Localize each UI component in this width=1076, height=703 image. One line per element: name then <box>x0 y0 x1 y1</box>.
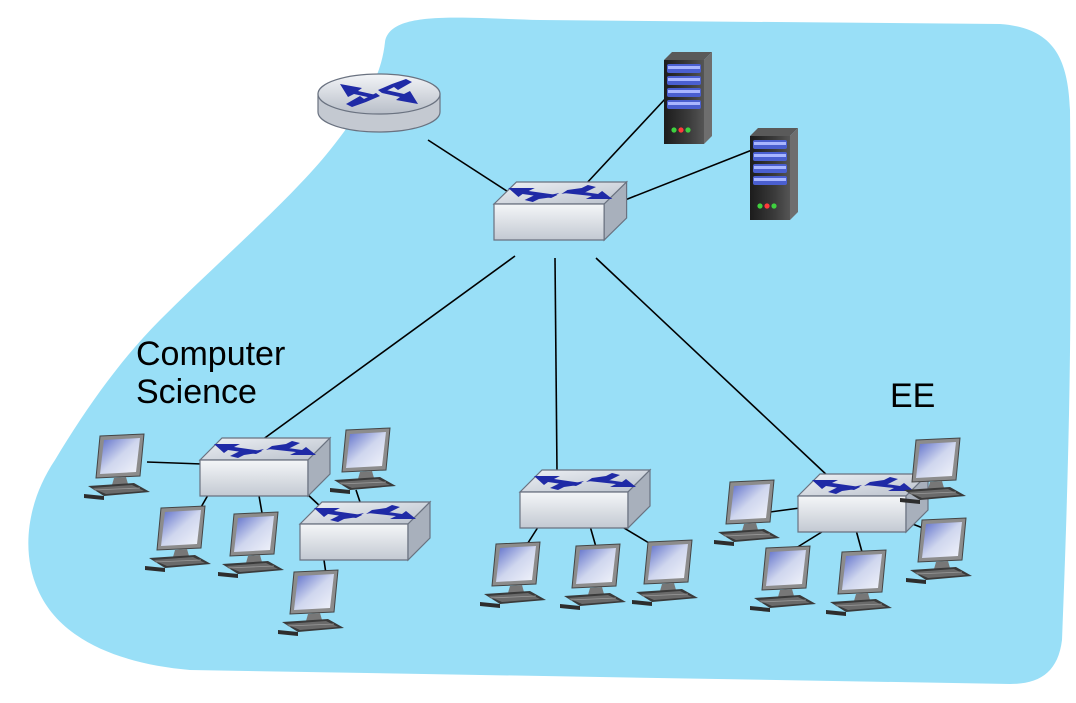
cs-switch-icon <box>199 437 331 497</box>
link-mid-host-m <box>589 525 597 548</box>
link-ee-host-bl <box>795 529 826 549</box>
link-ee-host-l <box>769 507 801 513</box>
link-router-core <box>427 139 517 198</box>
server-icon <box>750 128 798 220</box>
server-icon <box>664 52 712 144</box>
computer-science-label-line1: Computer <box>136 335 286 373</box>
link-server2-core <box>624 149 753 201</box>
computer-science-label-line2: Science <box>136 373 257 411</box>
link-server1-core <box>584 97 667 186</box>
link-cs-host-left <box>146 461 203 465</box>
core-switch-icon <box>493 181 628 241</box>
router-icon <box>317 73 441 133</box>
ee-label: EE <box>890 377 936 415</box>
ee-switch-icon <box>797 473 929 533</box>
link-core-mid <box>554 257 558 473</box>
link-core-ee <box>595 257 831 479</box>
cs-subswitch-icon <box>299 501 431 561</box>
link-cs-host-tr <box>355 489 361 503</box>
middle-switch-icon <box>519 469 651 529</box>
link-core-cs <box>261 255 516 441</box>
link-ee-host-bm <box>855 529 863 553</box>
